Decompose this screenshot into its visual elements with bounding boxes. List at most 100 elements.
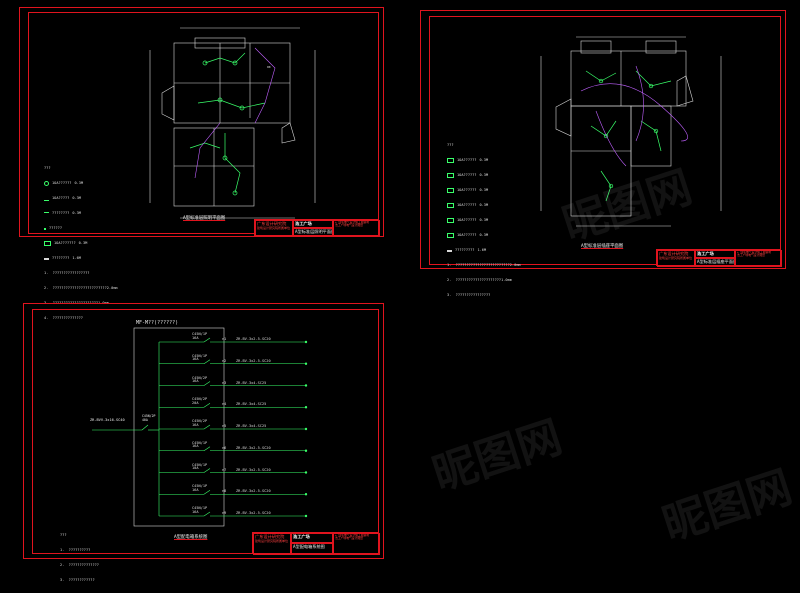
drawing-title: A型标准层插座平面图 xyxy=(581,244,624,249)
title-block-sheet-name: A型标准层插座平面图 xyxy=(695,258,735,267)
incoming-cable-label: ZR-BVV-3x16-SC40 xyxy=(90,418,125,422)
legend-row: 1OA??????0.3M xyxy=(447,203,521,208)
sheet-inner-border xyxy=(28,12,379,234)
note-line: 1. ????????????????? xyxy=(44,271,90,275)
circuit-id-label: n9 xyxy=(222,511,227,515)
legend-lighting: ??? 1OA??????0.3M 1OA?????0.3M ????????0… xyxy=(44,156,118,331)
circuit-id-label: n1 xyxy=(222,337,227,341)
note-line: 1. ?????????????????????????2.0mm xyxy=(447,263,521,267)
legend-row: 1OA??????0.3M xyxy=(447,173,521,178)
sheet-inner-border xyxy=(429,16,781,265)
breaker-switch xyxy=(203,490,211,495)
title-block-firm: 浩工广场 xyxy=(291,533,333,543)
circuit-cable-label: ZR-BV-3x4-SC25 xyxy=(236,380,267,385)
legend-row: 1OA??????0.3M xyxy=(447,218,521,223)
circuit-cable-label: ZR-BV-3x4-SC25 xyxy=(236,424,267,428)
legend-row: 1OA??????0.3M xyxy=(447,233,521,238)
note-line: 4. ?????????????? xyxy=(44,316,83,320)
distribution-diagram xyxy=(92,327,308,527)
panel-box-label: MF-M??(??????) xyxy=(136,320,179,326)
title-block-stamp: ★ 住宅电气设计施工图说明 浩工广场电气设计图纸 xyxy=(735,250,782,267)
drawing-title: A型标准层照明平面图 xyxy=(183,216,226,221)
title-block-stamp: ★ 住宅电气设计施工图说明 浩工广场电气设计图纸 xyxy=(333,533,380,555)
room-tag: XX xyxy=(267,65,271,69)
circuit-end xyxy=(304,449,308,452)
legend-row: ?????????1.6M xyxy=(447,248,521,253)
breaker-switch xyxy=(203,337,211,343)
circuit-end xyxy=(304,384,308,387)
circuit-breaker-label: C45N/2P 16A xyxy=(192,375,210,384)
circuit-end xyxy=(304,471,308,474)
floor-plan-socket xyxy=(540,36,722,227)
circuit-id-label: n5 xyxy=(222,424,227,428)
circuit-cable-label: ZR-BV-3x2.5-SC20 xyxy=(236,358,271,363)
title-block: 广东设计研究院 建筑设计研究院所属单位 浩工广场 A型标准层插座平面图 ★ 住宅… xyxy=(656,249,782,267)
circuit-id-label: n4 xyxy=(222,402,227,407)
circuit-breaker-label: C45N/1P 16A xyxy=(192,440,210,449)
circuit-end xyxy=(304,493,308,496)
sheet-socket-plan: ??? 1OA??????0.3M 1OA??????0.3M 1OA?????… xyxy=(420,10,786,297)
title-block-org: 广东设计研究院 建筑设计研究院所属单位 xyxy=(657,250,695,267)
circuit-end xyxy=(304,406,308,409)
sheet-distribution-system: MF-M??(??????) ZR-BVV-3x16-SC40 C45N/2P … xyxy=(23,303,384,582)
ceiling-lamp-icon xyxy=(44,181,49,186)
note-line: 3. ???????????? xyxy=(60,578,95,582)
legend-row: 1OA???????0.3M xyxy=(44,241,118,246)
title-block-firm: 浩工广场 xyxy=(695,250,735,258)
note-line: 1. ?????????? xyxy=(60,548,91,552)
socket-icon xyxy=(447,218,454,223)
main-breaker-label: C45N/2P 40A xyxy=(142,414,158,422)
circuit-breaker-label: C45N/1P 16A xyxy=(192,484,210,492)
circuit-end xyxy=(304,340,308,344)
title-block-sheet-name: A型标准层照明平面图 xyxy=(293,228,333,237)
circuit-breaker-label: C45N/1P 16A xyxy=(192,332,210,340)
legend-row: 1OA??????0.3M xyxy=(44,181,118,186)
legend-row: ????????0.3M xyxy=(44,211,118,216)
note-line: 2. ?????????????? xyxy=(60,563,99,567)
circuit-cable-label: ZR-BV-3x4-SC25 xyxy=(236,402,267,407)
circuit-id-label: n6 xyxy=(222,445,227,450)
title-block: 广东设计研究院 建筑设计研究院所属单位 浩工广场 A型配电箱系统图 ★ 住宅电气… xyxy=(252,532,380,555)
title-block-sheet-name: A型配电箱系统图 xyxy=(291,543,333,555)
sheet-lighting-plan: XX ??? 1OA??????0.3M 1OA?????0.3M ??????… xyxy=(19,7,384,320)
legend-header: ??? xyxy=(447,143,454,147)
title-block-firm: 浩工广场 xyxy=(293,220,333,228)
circuit-cable-label: ZR-BV-3x2.5-SC20 xyxy=(236,489,271,494)
breaker-switch xyxy=(203,468,211,473)
fan-icon xyxy=(44,227,46,230)
circuit-end xyxy=(304,362,308,365)
legend-row: ????????1.6M xyxy=(44,256,118,261)
socket-icon xyxy=(447,203,454,208)
note-line: 2. ?????????????????????1.0mm xyxy=(447,278,512,282)
breaker-switch xyxy=(203,446,211,451)
circuit-cable-label: ZR-BV-3x2.5-SC20 xyxy=(236,337,271,341)
breaker-switch xyxy=(203,403,211,408)
circuit-end xyxy=(304,514,308,518)
socket-icon xyxy=(447,233,454,238)
breaker-switch xyxy=(203,511,211,517)
circuit-id-label: n8 xyxy=(222,489,227,494)
circuit-breaker-label: C45N/2P 16A xyxy=(192,419,210,427)
legend-row: 1OA?????0.3M xyxy=(44,196,118,201)
notes-header: ??? xyxy=(60,533,67,537)
drawing-title: A型配电箱系统图 xyxy=(174,535,208,540)
panel-icon xyxy=(44,257,49,260)
circuit-id-label: n7 xyxy=(222,467,227,472)
legend-row: 1OA??????0.3M xyxy=(447,158,521,163)
title-block-org: 广东设计研究院 建筑设计研究院所属单位 xyxy=(253,533,291,555)
legend-row: 1OA??????0.3M xyxy=(447,188,521,193)
notes-distribution: ??? 1. ?????????? 2. ?????????????? 3. ?… xyxy=(60,523,99,593)
circuit-cable-label: ZR-BV-3x2.5-SC20 xyxy=(236,467,271,472)
socket-icon xyxy=(447,173,454,178)
circuit-cable-label: ZR-BV-3x2.5-SC20 xyxy=(236,445,271,450)
watermark: 昵图网 xyxy=(656,461,799,551)
circuit-id-label: n2 xyxy=(222,358,227,363)
socket-icon xyxy=(44,211,49,216)
legend-header: ??? xyxy=(44,166,51,170)
circuit-id-label: n3 xyxy=(222,380,227,385)
circuit-breaker-label: C45N/1P 16A xyxy=(192,506,210,514)
circuit-cable-label: ZR-BV-3x2.5-SC20 xyxy=(236,511,271,515)
circuit-end xyxy=(304,427,308,431)
legend-socket: ??? 1OA??????0.3M 1OA??????0.3M 1OA?????… xyxy=(447,133,521,308)
breaker-switch xyxy=(203,359,211,364)
